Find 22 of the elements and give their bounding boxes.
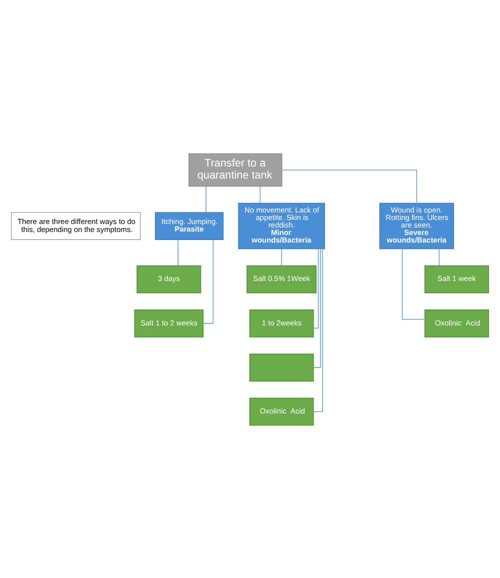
connector: [438, 248, 440, 266]
node-box: Salt 1 week: [424, 264, 489, 293]
node-box: Salt 0.5% 1Week: [246, 264, 317, 293]
node-box: 1 to 2weeks: [249, 309, 314, 337]
connector: [282, 169, 418, 204]
connector: [402, 248, 426, 320]
node-box: No movement. Lack of appetite. Skin is reddish. Minor wounds/Bacteria: [238, 202, 326, 249]
node-box: 3 days: [136, 264, 202, 293]
connector: [313, 248, 319, 328]
node-box: Salt 1 to 2 weeks: [134, 309, 204, 337]
connector: [202, 238, 214, 324]
node-box: There are three different ways to do this, depending on the symptoms.: [11, 212, 141, 240]
connector: [313, 248, 321, 368]
connector: [260, 186, 261, 204]
node-box: Oxolinic Acid: [249, 397, 314, 426]
node-box: Oxolinic Acid: [424, 309, 489, 337]
node-box: Transfer to a quarantine tank: [188, 152, 282, 186]
node-box: Itching. Jumping. Parasite: [154, 212, 224, 240]
node-box: Wound is open. Rotting fins. Ulcers are seen. Severe wounds/Bacteria: [379, 202, 454, 249]
connector: [281, 248, 282, 266]
node-box: [249, 353, 314, 381]
connector: [313, 248, 323, 412]
